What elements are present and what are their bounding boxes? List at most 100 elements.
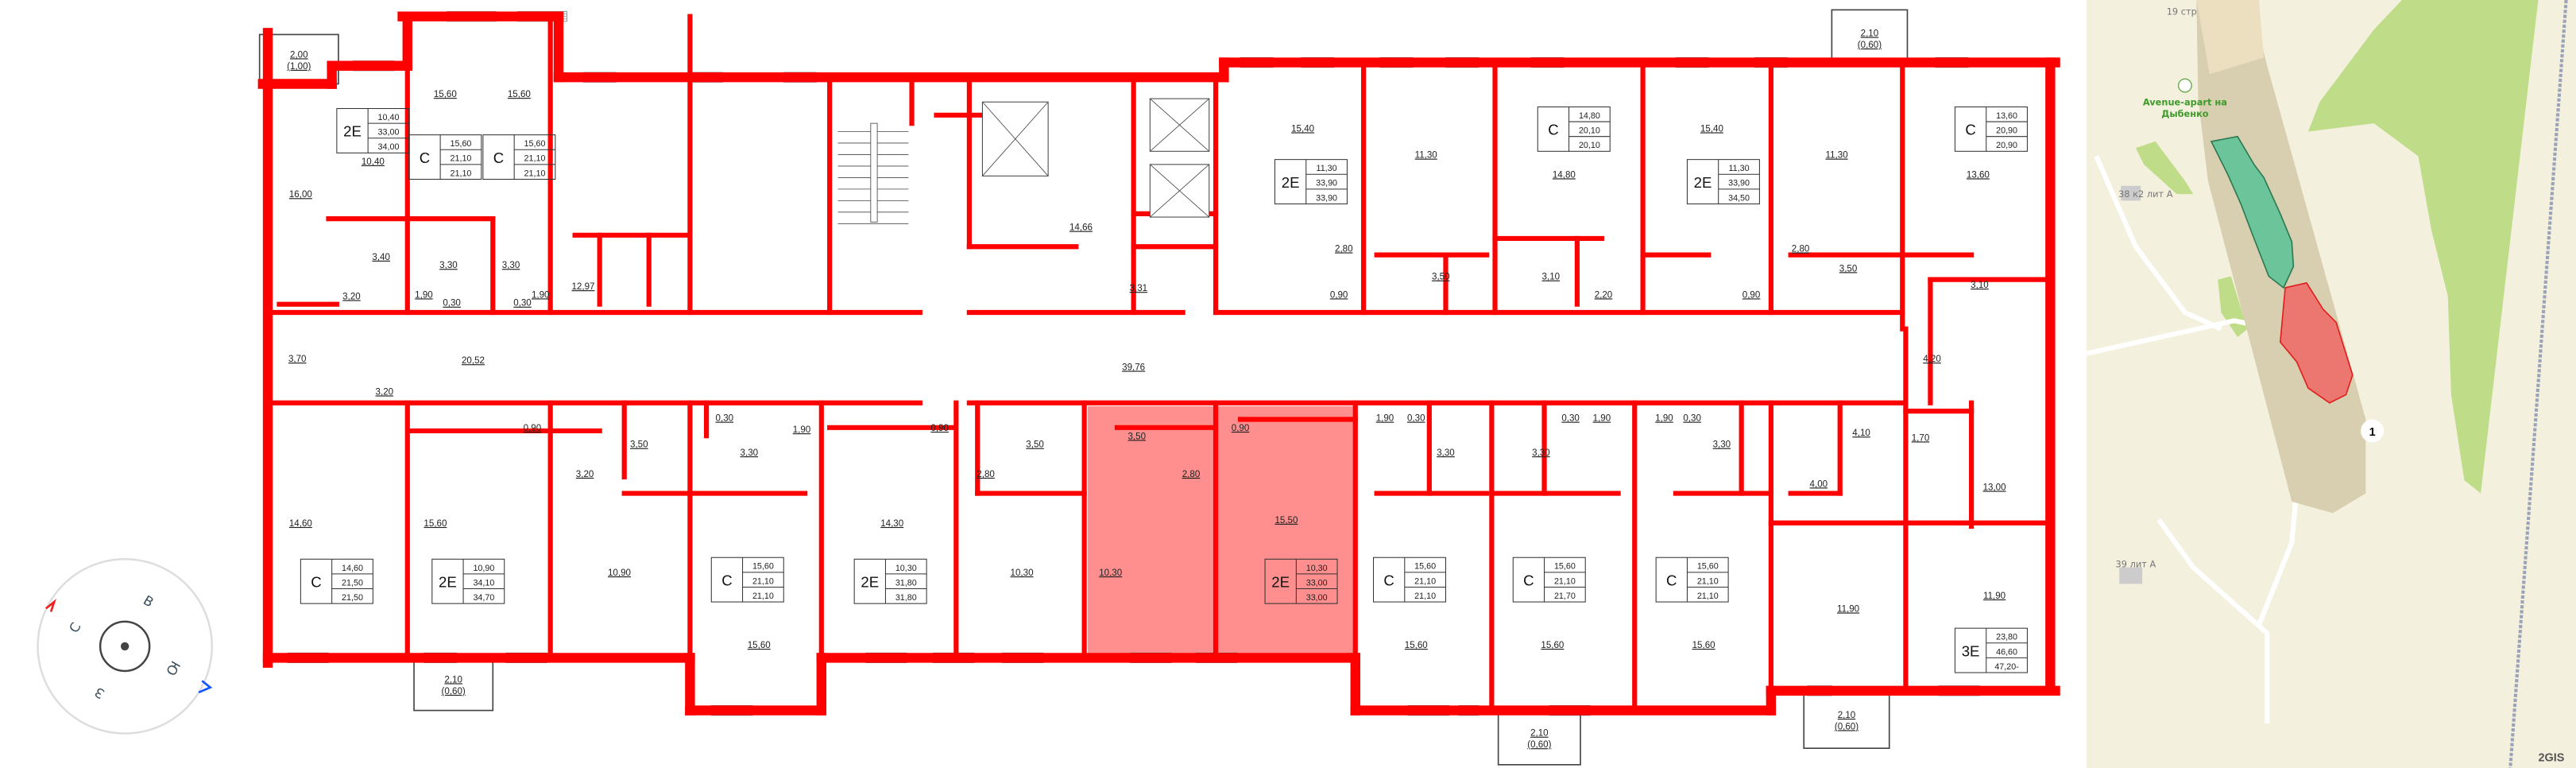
living-area: 15,60 [451, 139, 472, 149]
room-area-label: 1,90 [415, 290, 433, 300]
poi-label[interactable]: Avenue-apart на [2143, 96, 2227, 107]
selected-apartment-highlight[interactable] [1087, 405, 1356, 658]
room-area-label: 11,90 [1983, 592, 2005, 601]
room-area-label: 2,80 [1792, 244, 1810, 254]
poi-label[interactable]: Дыбенко [2161, 108, 2209, 119]
total-area-with-balcony: 33,00 [1306, 593, 1328, 603]
living-area: 14,80 [1579, 111, 1600, 121]
room-area-label: 1,70 [1912, 433, 1930, 443]
living-area: 10,30 [1306, 564, 1328, 573]
compass-center [120, 642, 130, 651]
room-area-label: 3,30 [439, 261, 458, 270]
room-area-label: 1,90 [1655, 414, 1673, 424]
selected-apartment-area[interactable] [1087, 405, 1356, 658]
living-area: 15,60 [1697, 562, 1719, 572]
balcony-reduced-area: (0,60) [1527, 740, 1551, 750]
room-area-label: 15,60 [1541, 641, 1564, 650]
entrance-marker[interactable] [2361, 419, 2385, 443]
total-area-with-balcony: 31,80 [895, 593, 917, 603]
room-area-label: 3,31 [1130, 284, 1148, 293]
total-area: 33,00 [378, 128, 400, 138]
balcony [1803, 689, 1890, 750]
road [2094, 155, 2222, 332]
living-area: 13,60 [1996, 111, 2017, 121]
balcony-reduced-area: (0,60) [1835, 722, 1859, 731]
room-area-label: 1,90 [532, 290, 550, 300]
elevator-shaft [1149, 98, 1210, 152]
map-logo: 2GIS [2538, 752, 2564, 765]
living-area: 15,60 [1414, 562, 1436, 572]
total-area: 33,90 [1316, 179, 1337, 188]
balcony-reduced-area: (1,00) [287, 62, 311, 72]
room-area-label: 2,80 [1335, 244, 1353, 254]
total-area: 33,00 [1306, 578, 1328, 588]
unit-info-boxes: 2E10,4033,0034,00C15,6021,1021,10C15,602… [300, 106, 2028, 673]
room-area-label: 15,60 [424, 519, 447, 529]
living-area: 11,30 [1317, 164, 1337, 173]
room-area-label: 3,50 [1432, 273, 1450, 282]
map-section-current[interactable] [2279, 281, 2354, 404]
room-area-label: 15,60 [434, 90, 457, 99]
room-area-label: 3,30 [741, 448, 759, 458]
living-area: 10,40 [378, 113, 400, 122]
room-area-label: 14,60 [289, 519, 312, 529]
balcony-area: 2,00 [290, 50, 308, 60]
room-area-label: 11,90 [1837, 604, 1859, 614]
compass-rose: С В Ю З [37, 558, 213, 735]
room-area-label: 15,60 [508, 90, 531, 99]
balcony-area: 2,10 [444, 675, 462, 685]
room-area-label: 0,30 [513, 299, 532, 308]
balcony [413, 657, 494, 712]
room-area-label: 2,80 [1182, 470, 1201, 479]
apartment-type: 2E [1694, 174, 1712, 191]
room-area-label: 12,97 [572, 282, 595, 292]
compass-west: З [92, 685, 107, 702]
balcony-reduced-area: (0,60) [442, 687, 466, 696]
room-area-label: 15,60 [1692, 641, 1715, 650]
balcony-area: 2,10 [1530, 729, 1549, 739]
location-map[interactable]: 19 стр Avenue-apart на Дыбенко 38 к2 лит… [2086, 0, 2576, 768]
total-area: 21,50 [342, 578, 363, 588]
room-area-label: 3,10 [1971, 281, 1989, 290]
total-area: 31,80 [895, 578, 917, 588]
living-area: 10,90 [473, 564, 494, 573]
total-area: 21,10 [1414, 576, 1436, 586]
total-area-with-balcony: 20,10 [1579, 141, 1600, 150]
compass-east: В [141, 592, 156, 610]
park-area [2135, 141, 2194, 195]
railway [2508, 0, 2568, 768]
total-area: 20,90 [1996, 126, 2017, 136]
room-area-label: 3,50 [1026, 440, 1044, 450]
room-area-label: 3,10 [1542, 273, 1561, 282]
compass-blue-mark [198, 680, 213, 694]
room-area-label: 1,90 [1376, 414, 1394, 424]
room-area-label: 10,30 [1011, 568, 1034, 578]
apartment-type: 2E [439, 573, 457, 590]
room-area-label: 14,66 [1069, 223, 1093, 233]
compass-red-mark [45, 599, 56, 612]
compass-north: С [66, 620, 83, 636]
apartment-type: C [311, 573, 321, 590]
room-area-label: 3,30 [1713, 440, 1731, 450]
room-area-label: 14,30 [880, 519, 903, 529]
apartment-type: 2E [1271, 573, 1290, 590]
room-area-label: 10,30 [1099, 568, 1122, 578]
room-area-label: 3,20 [376, 387, 394, 397]
apartment-info-box[interactable]: 2E 10,30 33,00 33,00 [1264, 558, 1338, 604]
